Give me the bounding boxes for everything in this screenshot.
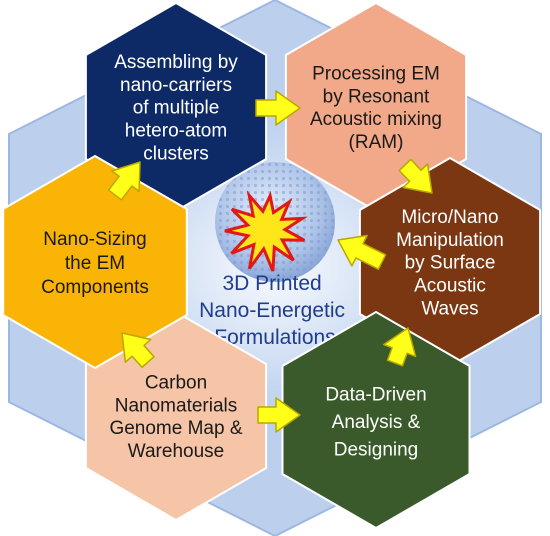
node-carbon-label-line: Carbon bbox=[145, 372, 207, 393]
node-data-driven-label-line: Designing bbox=[334, 440, 419, 461]
node-nano-sizing-label: Nano-Sizing the EM Components bbox=[41, 229, 149, 298]
node-nano-sizing: Nano-Sizing the EM Components bbox=[2, 154, 188, 370]
center-title-line-2: Nano-Energetic bbox=[199, 299, 345, 322]
node-micro-nano-label-line: by Surface bbox=[405, 253, 496, 274]
arrow-micro-nano-to-data-driven bbox=[382, 327, 417, 367]
node-nano-sizing-label-line: the EM bbox=[65, 253, 125, 274]
arrow-assembling-to-processing bbox=[255, 90, 301, 126]
node-carbon-hexagon bbox=[84, 310, 268, 522]
arrow-nano-sizing-to-assembling bbox=[107, 161, 141, 201]
center-title-line-3: Formulations bbox=[214, 326, 335, 349]
node-micro-nano-label-line: Acoustic bbox=[414, 276, 486, 297]
node-nano-sizing-label-line: Components bbox=[41, 277, 149, 298]
node-processing-label-line: Acoustic mixing bbox=[310, 109, 442, 130]
arrow-carbon-to-nano-sizing bbox=[121, 332, 155, 369]
node-processing-label-line: Processing EM bbox=[312, 64, 440, 85]
node-carbon-label-line: Nanomaterials bbox=[115, 395, 238, 416]
arrow-carbon-to-data-driven bbox=[257, 397, 301, 433]
node-carbon-label-line: Warehouse bbox=[128, 441, 224, 462]
explosion-star-icon bbox=[224, 190, 308, 272]
node-assembling-label-line: Assembling by bbox=[114, 52, 238, 73]
node-data-driven-label-line: Analysis & bbox=[332, 412, 421, 433]
node-micro-nano-label-line: Manipulation bbox=[396, 230, 504, 251]
node-micro-nano-label-line: Micro/Nano bbox=[401, 207, 498, 228]
arrow-micro-nano-to-center bbox=[337, 234, 387, 270]
node-processing-label-line: by Resonant bbox=[323, 86, 430, 107]
node-data-driven-hexagon bbox=[281, 310, 471, 530]
node-carbon-label-line: Genome Map & bbox=[109, 418, 242, 439]
node-nano-sizing-hexagon bbox=[2, 154, 188, 370]
node-nano-sizing-label-line: Nano-Sizing bbox=[43, 229, 147, 250]
node-processing-label-line: (RAM) bbox=[349, 132, 404, 153]
node-assembling-label-line: clusters bbox=[143, 143, 208, 164]
center-title-line-1: 3D Printed bbox=[222, 272, 321, 295]
node-micro-nano-label-line: Waves bbox=[421, 298, 478, 319]
node-assembling-label-line: of multiple bbox=[133, 98, 220, 119]
node-data-driven-label-line: Data-Driven bbox=[325, 384, 426, 405]
arrow-processing-to-micro-nano bbox=[398, 158, 433, 194]
node-assembling-label-line: hetero-atom bbox=[125, 120, 227, 141]
center-title: 3D Printed Nano-Energetic Formulations bbox=[199, 272, 351, 349]
node-assembling-label-line: nano-carriers bbox=[120, 75, 232, 96]
